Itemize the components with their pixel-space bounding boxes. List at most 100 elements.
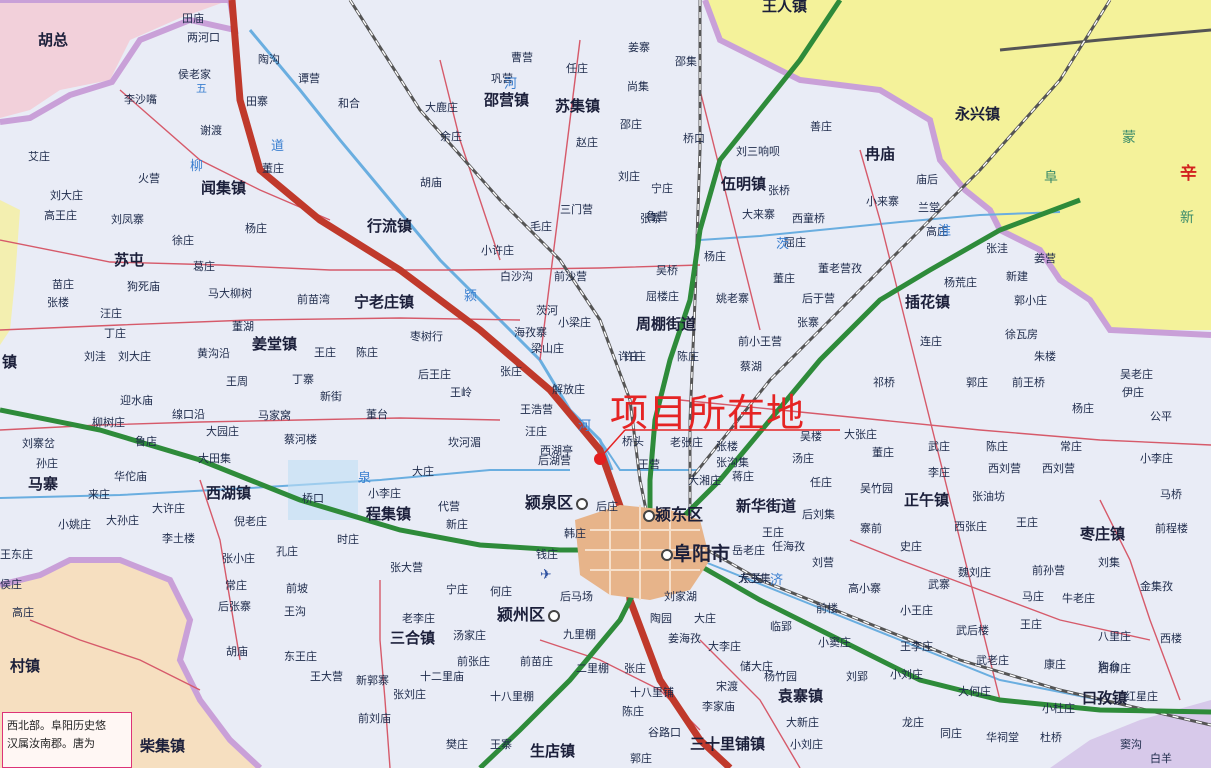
village-label[interactable]: 刘庄	[618, 170, 640, 183]
village-label[interactable]: 汤家庄	[453, 629, 486, 642]
village-label[interactable]: 岳老庄	[732, 544, 765, 557]
district-label-yingdong[interactable]: 颍东区	[640, 507, 703, 523]
village-label[interactable]: 张小庄	[222, 552, 255, 565]
village-label[interactable]: 李家庙	[702, 700, 735, 713]
village-label[interactable]: 刘大庄	[118, 350, 151, 363]
village-label[interactable]: 武老庄	[976, 654, 1009, 667]
village-label[interactable]: 葛庄	[193, 260, 215, 273]
village-label[interactable]: 连庄	[920, 335, 942, 348]
village-label[interactable]: 王浩营	[520, 403, 553, 416]
village-label[interactable]: 王东庄	[0, 548, 33, 561]
village-label[interactable]: 东王庄	[284, 650, 317, 663]
village-label[interactable]: 大湘庄	[688, 474, 721, 487]
village-label[interactable]: 后于营	[802, 292, 835, 305]
village-label[interactable]: 汪庄	[100, 307, 122, 320]
village-label[interactable]: 郭庄	[966, 376, 988, 389]
village-label[interactable]: 徐庄	[172, 234, 194, 247]
town-label[interactable]: 正午镇	[904, 491, 950, 509]
village-label[interactable]: 姜寨	[628, 41, 650, 54]
village-label[interactable]: 张大营	[390, 561, 423, 574]
village-label[interactable]: 寨前	[860, 522, 882, 535]
village-label[interactable]: 高王庄	[44, 209, 77, 222]
village-label[interactable]: 临郢	[770, 620, 792, 633]
village-label[interactable]: 胡庙	[420, 176, 442, 189]
village-label[interactable]: 代营	[438, 500, 460, 513]
village-label[interactable]: 小窦庄	[818, 636, 851, 649]
village-label[interactable]: 董庄	[773, 272, 795, 285]
village-label[interactable]: 朱楼	[1034, 350, 1056, 363]
village-label[interactable]: 何庄	[490, 585, 512, 598]
village-label[interactable]: 祁桥	[873, 376, 895, 389]
village-label[interactable]: 前刘庙	[358, 712, 391, 725]
village-label[interactable]: 后刘集	[802, 508, 835, 521]
village-label[interactable]: 宁庄	[446, 583, 468, 596]
village-label[interactable]: 吴桥	[656, 264, 678, 277]
village-label[interactable]: 桥口	[683, 132, 705, 145]
village-label[interactable]: 邵集	[675, 55, 697, 68]
town-label[interactable]: 行流镇	[367, 217, 413, 235]
village-label[interactable]: 来庄	[88, 488, 110, 501]
village-label[interactable]: 狗死庙	[127, 280, 160, 293]
village-label[interactable]: 三门营	[560, 203, 593, 216]
village-label[interactable]: 孔庄	[276, 545, 298, 558]
village-label[interactable]: 前张庄	[457, 655, 490, 668]
village-label[interactable]: 张庄	[624, 662, 646, 675]
village-label[interactable]: 新建	[1006, 270, 1028, 283]
village-label[interactable]: 枣树行	[410, 330, 443, 343]
village-label[interactable]: 鲁店	[135, 435, 157, 448]
village-label[interactable]: 马家窝	[258, 409, 291, 422]
village-label[interactable]: 大孙庄	[106, 514, 139, 527]
village-label[interactable]: 丁寨	[292, 373, 314, 386]
village-label[interactable]: 缐口沿	[172, 408, 205, 421]
village-label[interactable]: 吴竹园	[860, 482, 893, 495]
village-label[interactable]: 刘郢	[846, 670, 868, 683]
village-label[interactable]: 刘寨岔	[22, 437, 55, 450]
village-label[interactable]: 胡庙	[226, 645, 248, 658]
village-label[interactable]: 武寨	[928, 578, 950, 591]
village-label[interactable]: 谢渡	[200, 124, 222, 137]
village-label[interactable]: 董庄	[872, 446, 894, 459]
village-label[interactable]: 王岭	[450, 386, 472, 399]
town-label[interactable]: 周棚街道	[636, 315, 697, 333]
village-label[interactable]: 大王集	[738, 572, 771, 585]
village-label[interactable]: 张寨	[640, 212, 662, 225]
village-label[interactable]: 白羊	[1150, 752, 1172, 765]
village-label[interactable]: 张庄	[500, 365, 522, 378]
town-label[interactable]: 村镇	[10, 657, 41, 675]
village-label[interactable]: 樊庄	[446, 738, 468, 751]
village-label[interactable]: 张楼	[716, 440, 738, 453]
village-label[interactable]: 刘集	[1098, 556, 1120, 569]
village-label[interactable]: 杨荒庄	[944, 276, 977, 289]
town-label[interactable]: 程集镇	[366, 505, 412, 523]
village-label[interactable]: 余庄	[440, 130, 462, 143]
village-label[interactable]: 前苗湾	[297, 293, 330, 306]
village-label[interactable]: 大庄	[412, 465, 434, 478]
village-label[interactable]: 刘营	[812, 556, 834, 569]
village-label[interactable]: 前程楼	[1155, 522, 1188, 535]
town-label[interactable]: 胡总	[38, 31, 69, 49]
village-label[interactable]: 陶园	[650, 612, 672, 625]
village-label[interactable]: 张寨	[797, 316, 819, 329]
village-label[interactable]: 谷路口	[648, 726, 681, 739]
village-label[interactable]: 张桥	[768, 184, 790, 197]
village-label[interactable]: 大许庄	[152, 502, 185, 515]
village-label[interactable]: 小来寨	[866, 195, 899, 208]
village-label[interactable]: 西湖亭	[540, 444, 573, 457]
village-label[interactable]: 新庄	[446, 518, 468, 531]
village-label[interactable]: 火营	[138, 172, 160, 185]
village-label[interactable]: 赵庄	[576, 136, 598, 149]
town-label[interactable]: 镇	[2, 353, 18, 371]
city-label[interactable]: 阜阳市	[658, 545, 730, 564]
village-label[interactable]: 韩庄	[564, 527, 586, 540]
village-label[interactable]: 史庄	[900, 540, 922, 553]
village-label[interactable]: 后庄	[596, 500, 618, 513]
village-label[interactable]: 两河口	[187, 31, 220, 44]
village-label[interactable]: 钱庄	[536, 548, 558, 561]
town-label[interactable]: 西湖镇	[206, 484, 252, 502]
village-label[interactable]: 刘大庄	[50, 189, 83, 202]
village-label[interactable]: 屈楼庄	[646, 290, 679, 303]
village-label[interactable]: 王沟	[284, 605, 306, 618]
village-label[interactable]: 杜桥	[1040, 731, 1062, 744]
village-label[interactable]: 大鹿庄	[425, 101, 458, 114]
village-label[interactable]: 老张庄	[670, 436, 703, 449]
